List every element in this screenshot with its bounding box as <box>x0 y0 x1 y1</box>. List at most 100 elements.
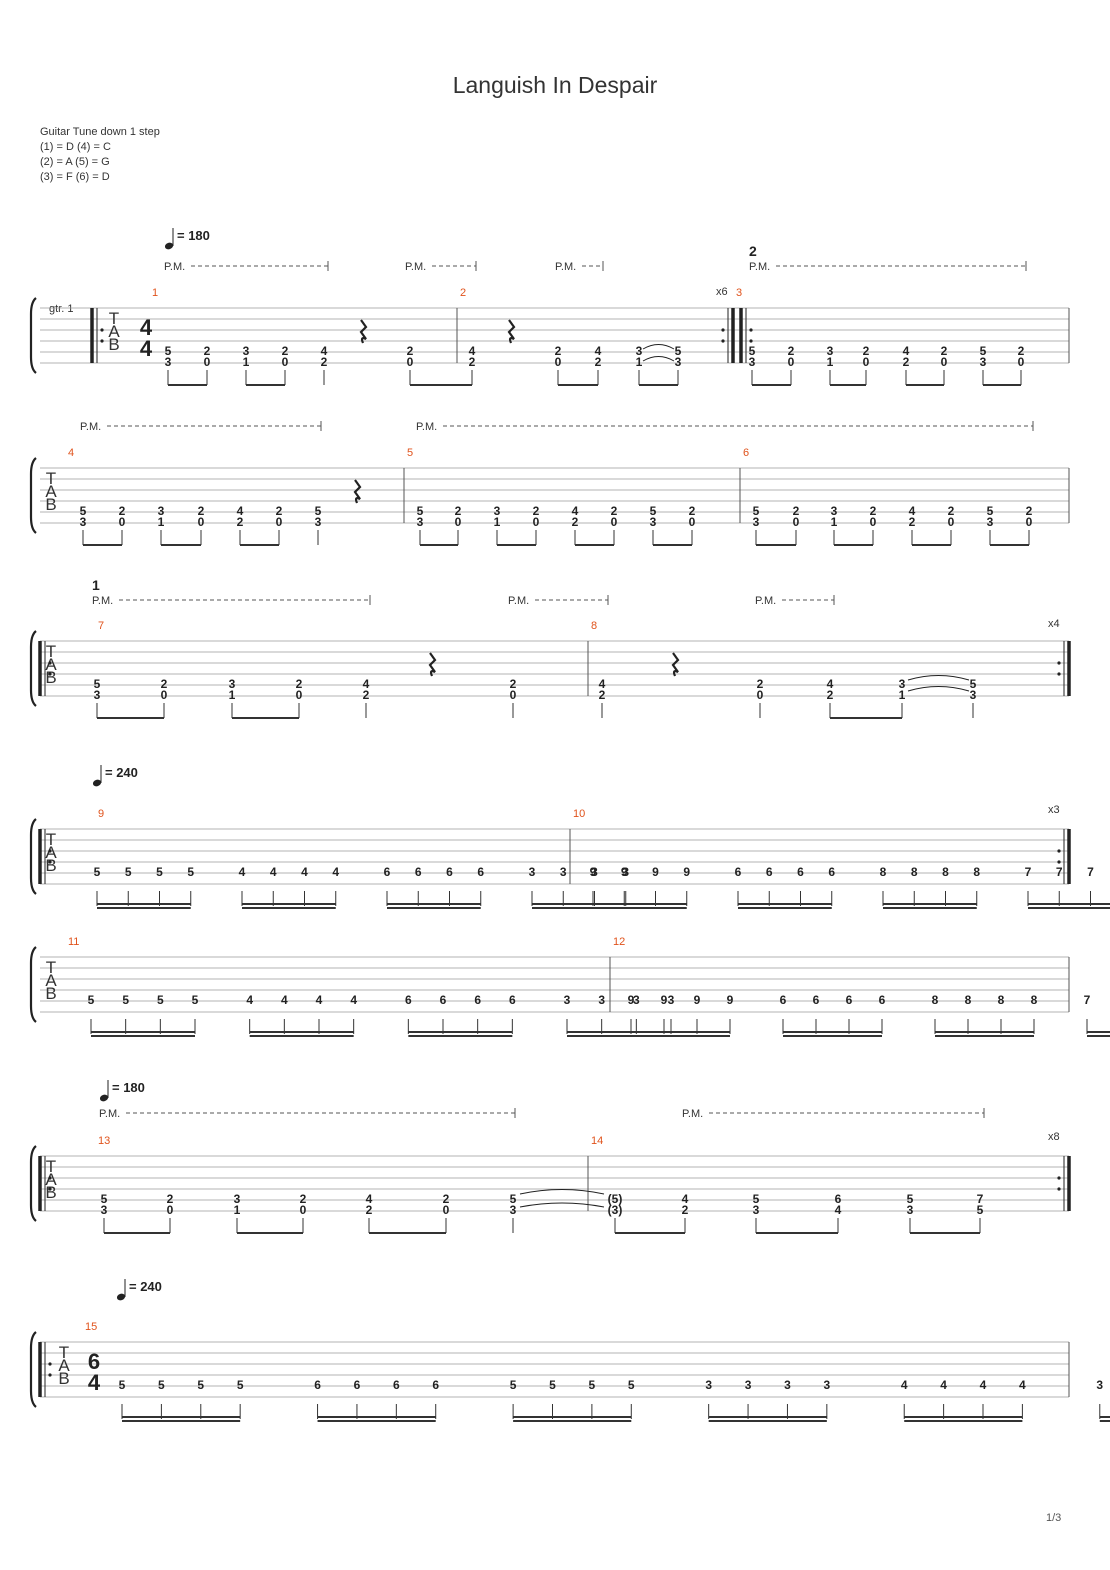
fret-number: 2 <box>682 1203 689 1217</box>
fret-number: 4 <box>980 1378 987 1392</box>
section-mark: 2 <box>749 243 757 259</box>
fret-number: 0 <box>870 515 877 529</box>
fret-number: 2 <box>555 344 562 358</box>
fret-number: 3 <box>229 677 236 691</box>
fret-number: 8 <box>911 865 918 879</box>
fret-number: 8 <box>973 865 980 879</box>
tempo-value: = 180 <box>177 228 210 243</box>
repeat-count: x3 <box>1048 804 1060 816</box>
measure-number: 14 <box>591 1135 603 1147</box>
fret-number: 2 <box>366 1203 373 1217</box>
fret-number: 7 <box>1087 865 1094 879</box>
fret-number: 2 <box>870 504 877 518</box>
quarter-rest <box>353 479 362 504</box>
quarter-rest <box>671 652 680 677</box>
tab-letter: A <box>45 482 57 501</box>
fret-number: 7 <box>1056 865 1063 879</box>
fret-number: 1 <box>494 515 501 529</box>
repeat-count: x6 <box>716 286 728 298</box>
fret-number: 5 <box>980 344 987 358</box>
tab-letter: A <box>45 843 57 862</box>
fret-number: 4 <box>316 993 323 1007</box>
fret-number: 4 <box>237 504 244 518</box>
measure-number: 5 <box>407 447 413 459</box>
tuning-info: Guitar Tune down 1 step (1) = D (4) = C … <box>40 125 160 185</box>
fret-number: 4 <box>246 993 253 1007</box>
fret-number: 3 <box>622 865 629 879</box>
measure-number: 6 <box>743 447 749 459</box>
fret-number: 6 <box>384 865 391 879</box>
fret-number: 2 <box>689 504 696 518</box>
fret-number: 5 <box>417 504 424 518</box>
fret-number: 9 <box>683 865 690 879</box>
fret-number: 3 <box>636 344 643 358</box>
fret-number: 0 <box>941 355 948 369</box>
fret-number: (3) <box>608 1203 623 1217</box>
fret-number: 5 <box>165 344 172 358</box>
fret-number: 1 <box>899 688 906 702</box>
fret-number: 6 <box>879 993 886 1007</box>
palm-mute-label: P.M. <box>682 1108 703 1120</box>
measure-number: 10 <box>573 808 585 820</box>
fret-number: 5 <box>197 1378 204 1392</box>
fret-number: 4 <box>332 865 339 879</box>
fret-number: 5 <box>753 1192 760 1206</box>
fret-number: 0 <box>611 515 618 529</box>
tab-letter: B <box>45 856 56 875</box>
fret-number: 4 <box>835 1203 842 1217</box>
fret-number: 3 <box>668 993 675 1007</box>
fret-number: 2 <box>204 344 211 358</box>
fret-number: 2 <box>757 677 764 691</box>
palm-mute-label: P.M. <box>749 261 770 273</box>
tab-letter: T <box>46 1157 56 1176</box>
fret-number: 0 <box>443 1203 450 1217</box>
fret-number: 5 <box>589 1378 596 1392</box>
section-mark: 1 <box>92 577 100 593</box>
palm-mute-label: P.M. <box>164 261 185 273</box>
fret-number: 5 <box>237 1378 244 1392</box>
fret-number: 2 <box>300 1192 307 1206</box>
fret-number: 9 <box>590 865 597 879</box>
fret-number: 5 <box>977 1203 984 1217</box>
fret-number: 9 <box>694 993 701 1007</box>
fret-number: 6 <box>477 865 484 879</box>
tempo-value: = 240 <box>129 1279 162 1294</box>
measure-number: 13 <box>98 1135 110 1147</box>
tempo-note-icon <box>164 242 174 250</box>
fret-number: 0 <box>296 688 303 702</box>
tab-letter: T <box>46 830 56 849</box>
fret-number: 3 <box>823 1378 830 1392</box>
tab-letter: A <box>58 1356 70 1375</box>
fret-number: 7 <box>977 1192 984 1206</box>
repeat-dot <box>100 339 104 343</box>
track-label: gtr. 1 <box>49 303 73 315</box>
tuning-line: (1) = D (4) = C <box>40 141 111 153</box>
fret-number: 4 <box>901 1378 908 1392</box>
fret-number: 4 <box>903 344 910 358</box>
repeat-dot <box>48 672 52 676</box>
repeat-dot <box>721 339 725 343</box>
fret-number: 3 <box>510 1203 517 1217</box>
tab-letter: A <box>108 322 120 341</box>
fret-number: 5 <box>94 865 101 879</box>
fret-number: 8 <box>932 993 939 1007</box>
fret-number: 2 <box>296 677 303 691</box>
fret-number: 9 <box>621 865 628 879</box>
fret-number: 6 <box>735 865 742 879</box>
fret-number: 2 <box>788 344 795 358</box>
fret-number: 0 <box>689 515 696 529</box>
fret-number: 0 <box>276 515 283 529</box>
repeat-count: x4 <box>1048 618 1060 630</box>
repeat-dot <box>1057 672 1061 676</box>
measure-number: 3 <box>736 287 742 299</box>
palm-mute-label: P.M. <box>405 261 426 273</box>
system-brace <box>29 1331 37 1408</box>
palm-mute-label: P.M. <box>92 595 113 607</box>
measure-number: 7 <box>98 620 104 632</box>
fret-number: 5 <box>192 993 199 1007</box>
fret-number: 3 <box>675 355 682 369</box>
repeat-dot <box>749 339 753 343</box>
fret-number: 2 <box>863 344 870 358</box>
repeat-dot <box>48 860 52 864</box>
